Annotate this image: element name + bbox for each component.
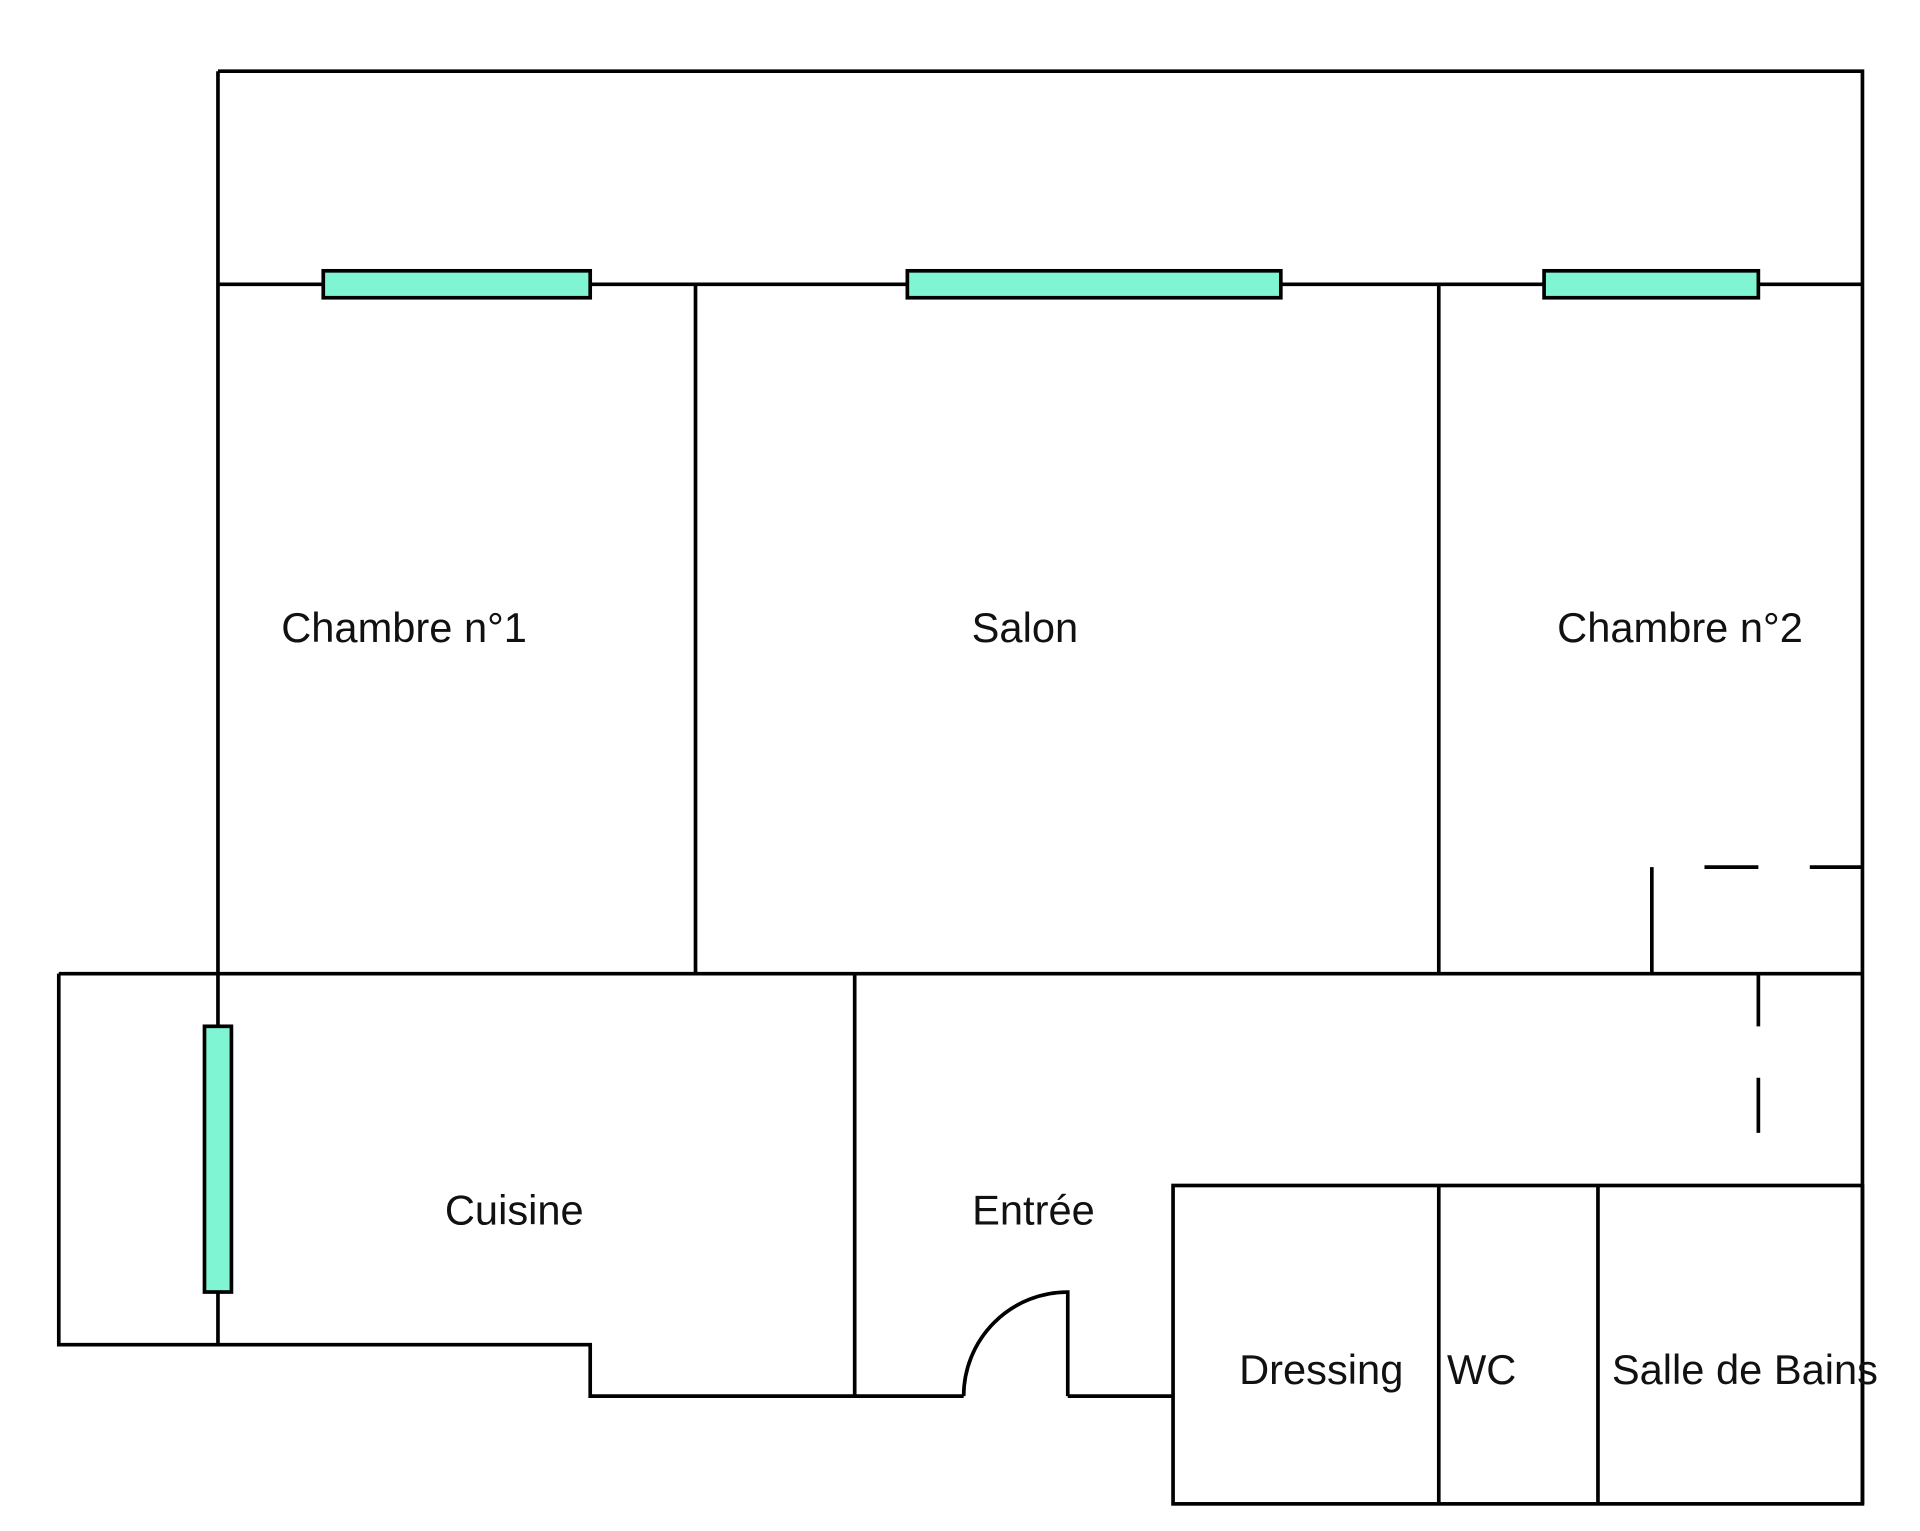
window-chambre1: [321, 268, 593, 300]
window-chambre2: [1542, 268, 1761, 300]
window-cuisine: [202, 1024, 234, 1294]
label-chambre2: Chambre n°2: [1557, 604, 1803, 651]
outer-wall-top: [217, 69, 1865, 1504]
label-salle-de-bains: Salle de Bains: [1612, 1346, 1878, 1393]
label-cuisine: Cuisine: [445, 1187, 584, 1234]
kitchen-outer-wall: [56, 973, 964, 1398]
entrance-door-icon: [961, 1290, 1070, 1397]
room-labels: Chambre n°1 Salon Chambre n°2 Cuisine En…: [281, 604, 1878, 1393]
label-salon: Salon: [972, 604, 1078, 651]
bathroom-block: [1171, 1183, 1865, 1506]
dashed-partitions: [1704, 865, 1863, 1133]
label-wc: WC: [1447, 1346, 1516, 1393]
door: [961, 1290, 1070, 1397]
windows: [202, 268, 1761, 1294]
window-salon: [905, 268, 1283, 300]
label-entree: Entrée: [972, 1187, 1095, 1234]
label-dressing: Dressing: [1239, 1346, 1403, 1393]
label-chambre1: Chambre n°1: [281, 604, 527, 651]
